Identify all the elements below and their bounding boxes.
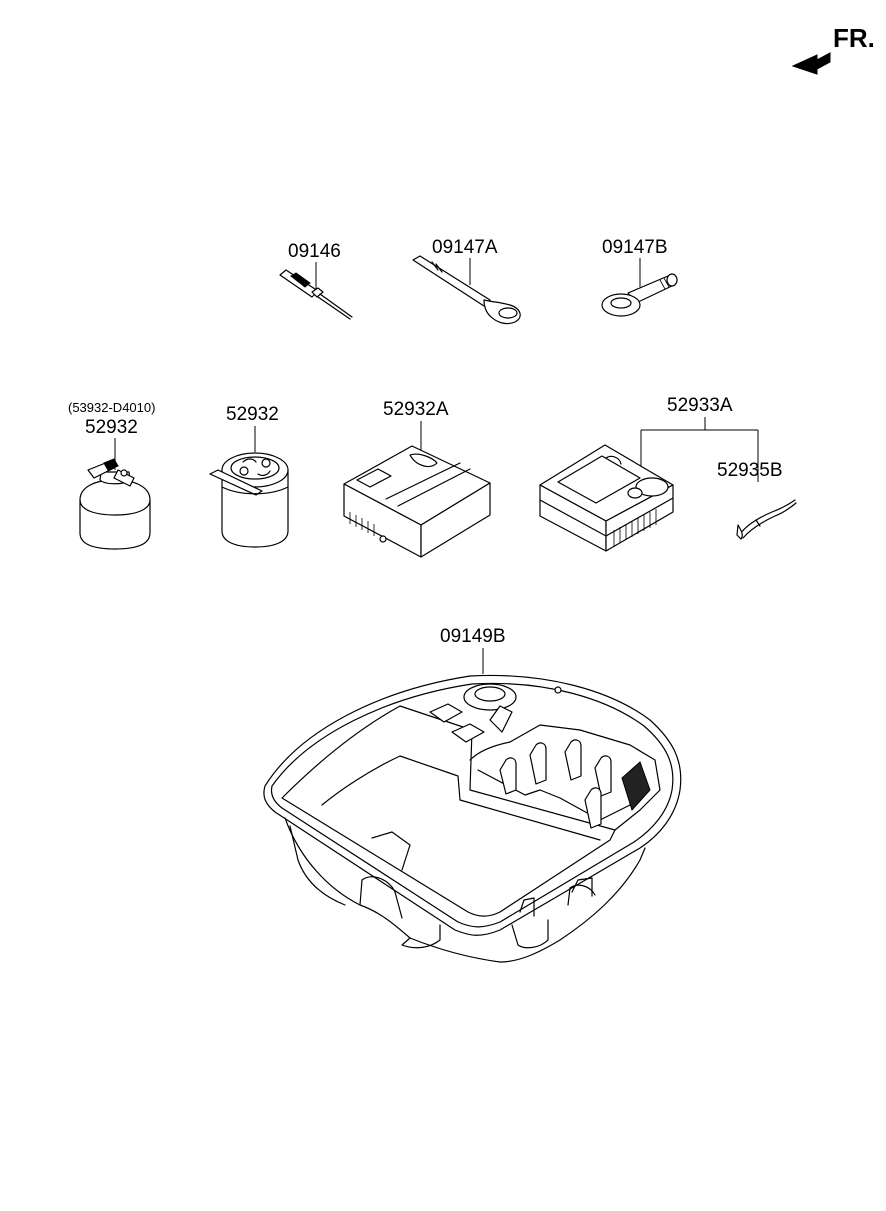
part-hose[interactable]: 52935B <box>717 460 797 540</box>
tool-tray-icon <box>263 674 682 963</box>
compressor-icon <box>539 444 674 552</box>
part-number-label: 09149B <box>440 626 506 647</box>
wrench-handle-icon <box>412 255 521 325</box>
compressor-icon <box>343 445 491 558</box>
part-number-label: 09147A <box>432 237 498 258</box>
part-number-label: 52935B <box>717 460 783 481</box>
air-hose-icon <box>736 499 797 540</box>
fr-label: FR. <box>833 23 875 53</box>
sealant-bottle-icon <box>79 458 151 550</box>
part-sealant-bottle-b[interactable]: 52932 <box>209 404 289 548</box>
part-wrench-handle[interactable]: 09147A <box>412 237 521 325</box>
part-number-label: 52932 <box>85 417 138 438</box>
part-number-label: 52933A <box>667 395 733 416</box>
screwdriver-icon <box>279 269 353 320</box>
towing-hook-icon <box>601 273 678 317</box>
part-screwdriver[interactable]: 09146 <box>279 241 353 320</box>
front-direction-indicator: FR. <box>791 23 875 75</box>
part-number-label: 52932A <box>383 399 449 420</box>
leader-line-bracket <box>640 417 759 482</box>
alternate-part-number-label: (53932-D4010) <box>68 400 155 415</box>
part-number-label: 09146 <box>288 241 341 262</box>
part-sealant-bottle-a[interactable]: (53932-D4010) 52932 <box>68 400 155 550</box>
sealant-bottle-icon <box>209 452 289 548</box>
part-number-label: 09147B <box>602 237 668 258</box>
part-tool-tray[interactable]: 09149B <box>263 626 682 963</box>
part-compressor-assembly[interactable]: 52933A <box>539 395 759 552</box>
part-compressor-a[interactable]: 52932A <box>343 399 491 558</box>
part-towing-hook[interactable]: 09147B <box>601 237 678 317</box>
part-number-label: 52932 <box>226 404 279 425</box>
front-arrow-icon <box>791 52 831 75</box>
